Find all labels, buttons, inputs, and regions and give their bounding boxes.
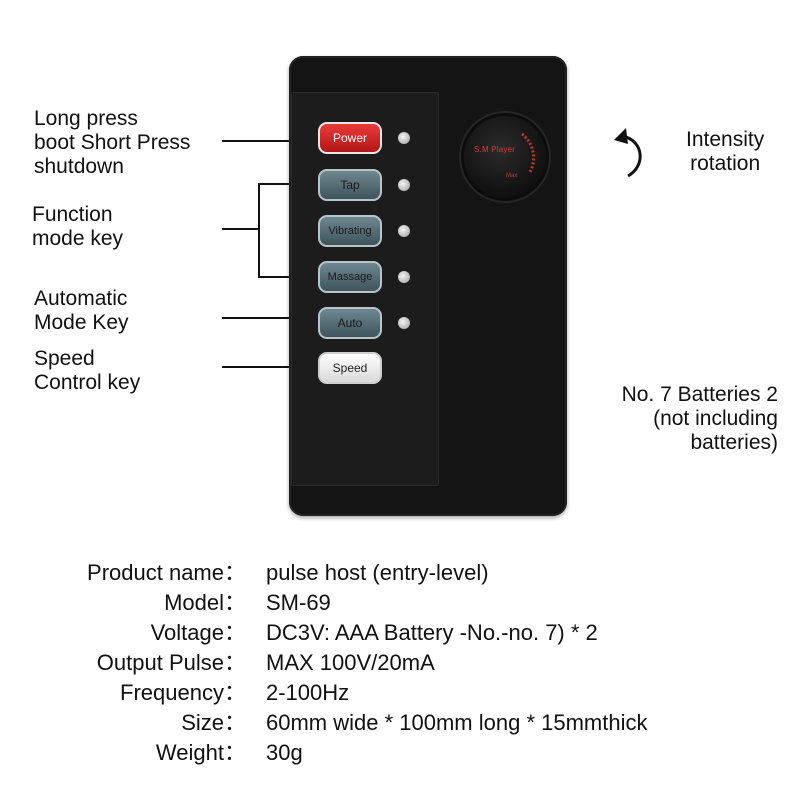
spec-label-size: Size： [181,710,246,735]
knob-max-label: Max [506,173,518,179]
spec-value-weight: 30g [266,740,303,765]
auto-led [398,317,410,329]
spec-value-product-name: pulse host (entry-level) [266,560,489,585]
function-callout-line-1: Function [32,203,113,226]
speed-callout-line-1: Speed [34,347,95,370]
speed-callout-line-2: Control key [34,371,141,394]
spec-label-voltage: Voltage： [150,620,246,645]
power-callout-line-2: boot Short Press [34,131,191,154]
intensity-knob[interactable]: S.M Player Max [460,112,552,204]
spec-label-model: Model： [164,590,246,615]
intensity-callout-line-2: rotation [690,152,761,175]
auto-callout-line-1: Automatic [34,287,128,310]
vibrating-button[interactable]: Vibrating [318,215,382,247]
spec-value-output-pulse: MAX 100V/20mA [266,650,435,675]
tap-led [398,179,410,191]
power-callout-line-3: shutdown [34,155,124,178]
intensity-callout: Intensity rotation [686,128,764,176]
auto-leader-line [222,317,318,319]
spec-label-output-pulse: Output Pulse： [96,650,246,675]
massage-led [398,271,410,283]
function-bracket-vertical [258,183,260,277]
function-leader-line [222,228,260,230]
power-callout: Long press boot Short Press shutdown [34,107,190,179]
auto-button[interactable]: Auto [318,307,382,339]
function-callout: Function mode key [32,203,123,251]
speed-leader-line [222,366,318,368]
function-callout-line-2: mode key [32,227,124,250]
power-leader-line [222,140,318,142]
auto-callout-line-2: Mode Key [34,311,129,334]
vibrating-led [398,225,410,237]
auto-callout: Automatic Mode Key [34,287,129,335]
tap-button[interactable]: Tap [318,169,382,201]
spec-label-weight: Weight： [155,740,246,765]
spec-value-model: SM-69 [266,590,331,615]
spec-label-frequency: Frequency： [120,680,246,705]
batteries-callout: No. 7 Batteries 2 (not including batteri… [622,383,778,455]
power-button[interactable]: Power [318,122,382,154]
batteries-callout-line-1: No. 7 Batteries 2 [621,383,778,406]
power-led [398,132,410,144]
function-bracket-massage [258,276,318,278]
batteries-callout-line-2: (not including [653,407,778,430]
spec-value-size: 60mm wide * 100mm long * 15mmthick [266,710,648,735]
spec-value-voltage: DC3V: AAA Battery -No.-no. 7) * 2 [266,620,598,645]
knob-scale-icon [521,132,536,173]
rotation-arrow-icon [614,128,642,178]
batteries-callout-line-3: batteries) [690,431,778,454]
speed-button[interactable]: Speed [318,352,382,384]
power-callout-line-1: Long press [34,107,138,130]
intensity-callout-line-1: Intensity [686,128,765,151]
spec-value-frequency: 2-100Hz [266,680,350,705]
knob-brand-label: S.M Player [474,145,516,154]
knob-dial[interactable] [464,116,546,198]
massage-button[interactable]: Massage [318,261,382,293]
function-bracket-tap [258,183,318,185]
speed-callout: Speed Control key [34,347,140,395]
spec-label-product-name: Product name： [87,560,246,585]
